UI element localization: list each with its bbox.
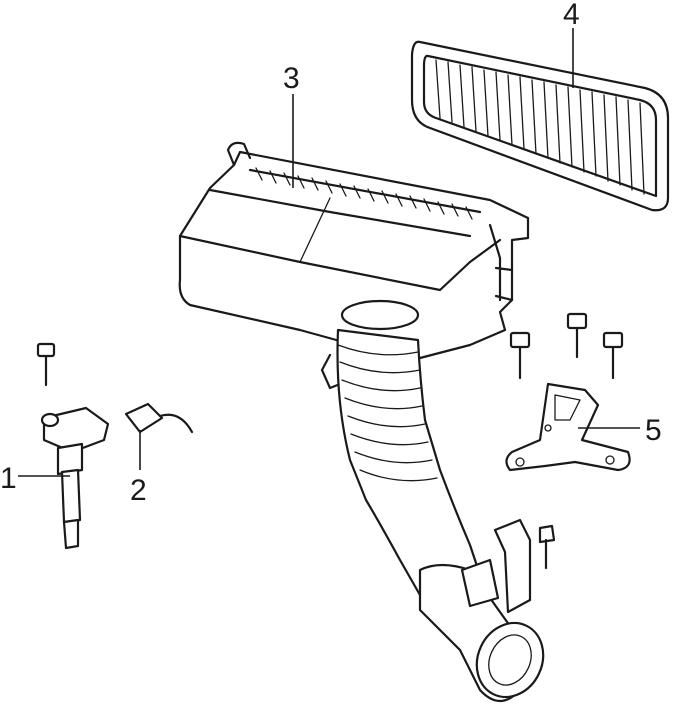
air-cleaner-housing-icon: [178, 141, 530, 390]
bolt-icon: [509, 331, 531, 380]
callout-1: 1: [0, 462, 17, 495]
callout-5: 5: [645, 414, 662, 447]
air-filter-element-icon: [410, 40, 670, 212]
duct-bracket-icon: [493, 518, 556, 614]
bolt-icon: [36, 342, 56, 387]
bolt-icon: [602, 331, 624, 380]
connector-icon: [124, 402, 194, 434]
callout-3: 3: [283, 62, 300, 95]
bracket-icon: [505, 382, 631, 472]
callout-2: 2: [130, 474, 147, 507]
bolt-icon: [566, 312, 588, 359]
callout-4: 4: [563, 0, 580, 31]
ignition-coil-icon: [40, 406, 110, 550]
intake-hose-icon: [336, 328, 545, 703]
